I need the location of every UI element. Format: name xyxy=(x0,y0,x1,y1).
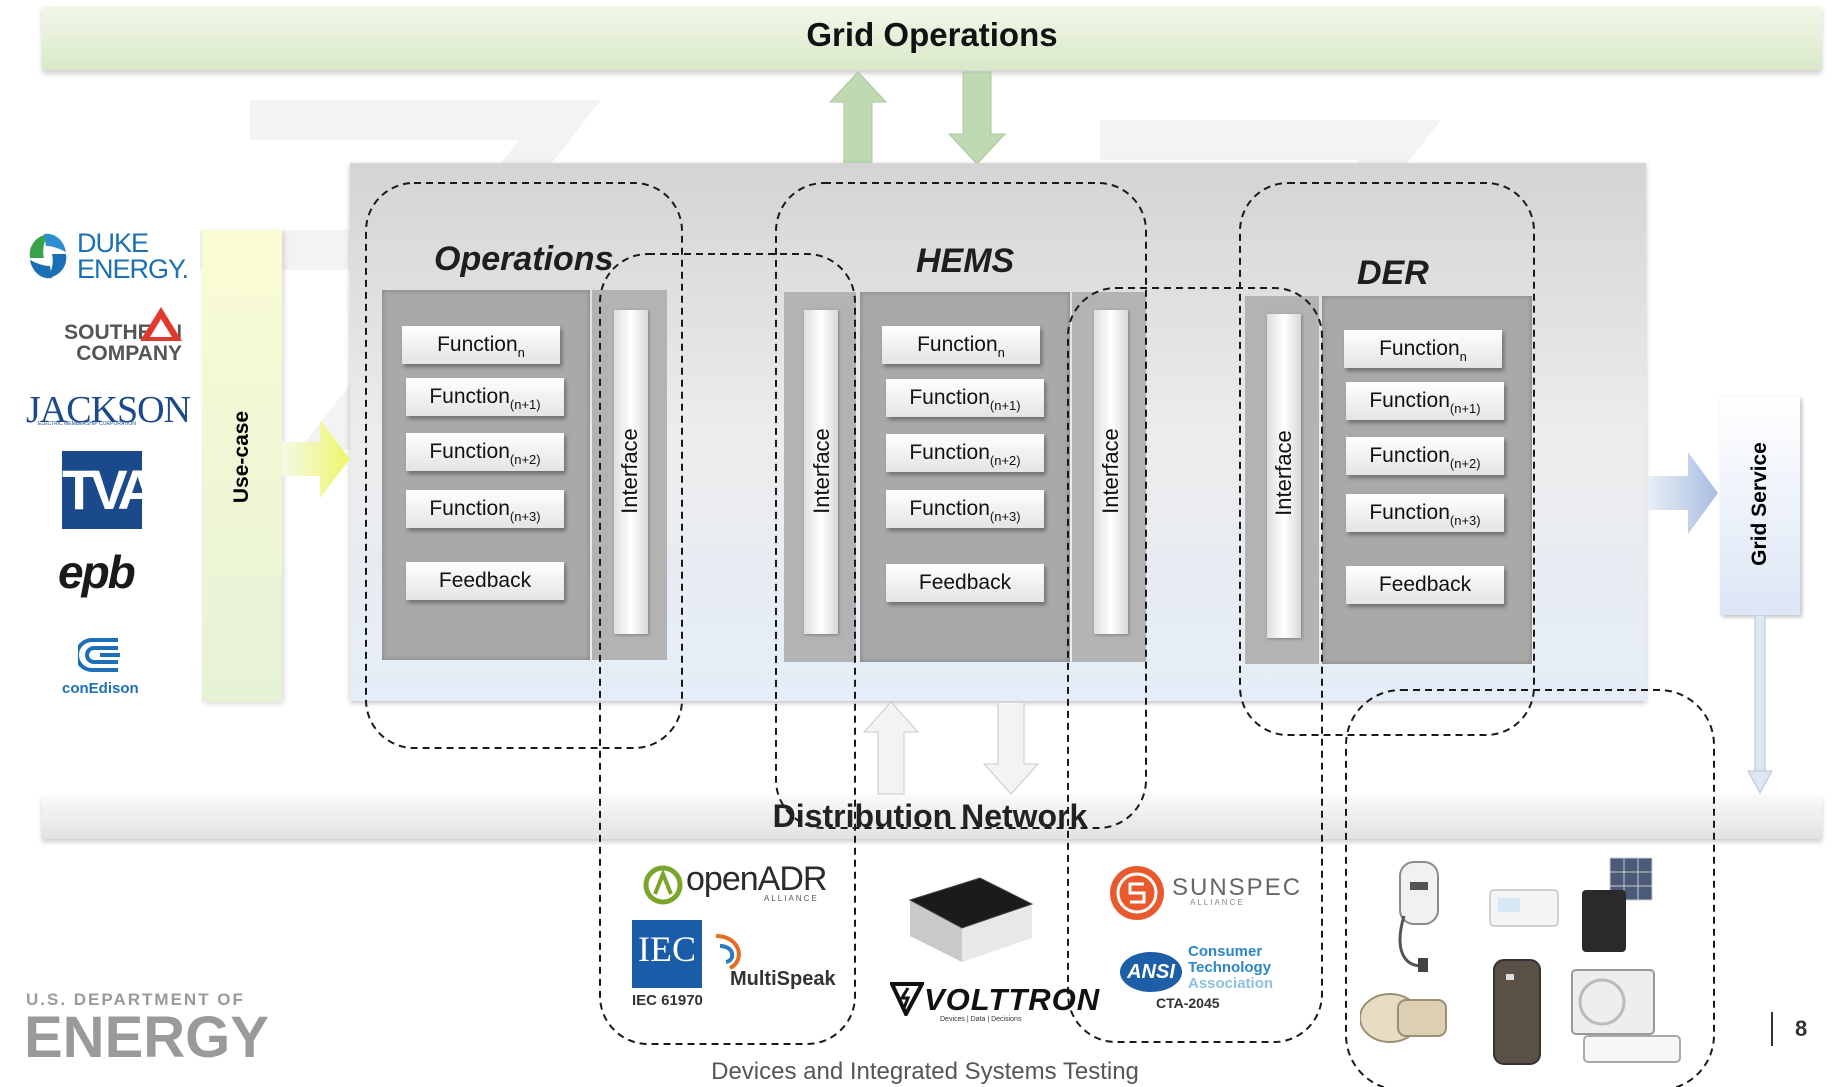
volttron-device-icon xyxy=(908,877,1034,962)
sunspec-subtext: ALLIANCE xyxy=(1190,898,1245,907)
thermostat-icon xyxy=(1489,889,1559,927)
operations-function-n3: Function(n+3) xyxy=(406,490,564,528)
sunspec-logo-icon xyxy=(1110,866,1164,920)
heat-pump-icon xyxy=(1571,969,1681,1063)
iec-logo: IEC xyxy=(632,920,702,988)
use-case-arrow-icon xyxy=(282,420,350,498)
operations-interface-bar xyxy=(614,310,648,634)
operations-function-n: Functionn xyxy=(402,326,560,364)
sunspec-logo: SUNSPEC xyxy=(1172,874,1303,901)
footer-caption: Devices and Integrated Systems Testing xyxy=(711,1058,1139,1085)
grid-service-arrow-icon xyxy=(1648,452,1718,534)
openadr-subtext: ALLIANCE xyxy=(764,894,819,903)
der-function-n: Functionn xyxy=(1344,330,1502,368)
der-function-n3: Function(n+3) xyxy=(1346,494,1504,532)
der-title: DER xyxy=(1357,254,1429,292)
duke-energy-logo: DUKE ENERGY. xyxy=(77,228,189,284)
hems-function-n1: Function(n+1) xyxy=(886,379,1044,417)
der-function-box: Functionn Function(n+1) Function(n+2) Fu… xyxy=(1322,296,1532,664)
hems-left-interface-bar xyxy=(804,310,838,634)
hems-feedback: Feedback xyxy=(886,564,1044,602)
hems-function-n3: Function(n+3) xyxy=(886,490,1044,528)
grid-operations-title: Grid Operations xyxy=(806,16,1058,53)
iec-61970-label: IEC 61970 xyxy=(632,992,703,1009)
operations-function-box: Functionn Function(n+1) Function(n+2) Fu… xyxy=(382,290,590,660)
hems-function-n2: Function(n+2) xyxy=(886,434,1044,472)
der-function-n1: Function(n+1) xyxy=(1346,382,1504,420)
openadr-logo: openADR xyxy=(686,860,827,898)
standards-left-outline xyxy=(599,253,856,1045)
southern-company-triangle-icon xyxy=(140,307,182,341)
down-arrow-icon xyxy=(982,701,1040,795)
doe-logo-line2: ENERGY xyxy=(24,1005,269,1070)
operations-function-n2: Function(n+2) xyxy=(406,433,564,471)
volttron-logo: VOLTTRON xyxy=(924,982,1101,1017)
jackson-logo-subtext: ELECTRIC MEMBERSHIP CORPORATION xyxy=(38,421,136,427)
cta-2045-label: CTA-2045 xyxy=(1156,995,1220,1011)
grid-operations-bar xyxy=(42,6,1822,70)
doe-logo-line1: U.S. DEPARTMENT OF xyxy=(26,990,245,1009)
hems-group-outline xyxy=(775,182,1147,829)
conedison-logo-icon xyxy=(78,638,120,672)
operations-title: Operations xyxy=(434,240,614,278)
devices-illustrations xyxy=(1360,857,1681,1065)
conedison-logo: conEdison xyxy=(62,680,139,697)
volttron-tagline: Devices | Data | Decisions xyxy=(940,1016,1022,1023)
water-heater-icon xyxy=(1493,959,1541,1065)
ansi-logo: ANSI xyxy=(1120,952,1182,992)
page-number-divider xyxy=(1771,1012,1773,1046)
hems-right-interface-bar xyxy=(1094,310,1128,634)
multispeak-logo: MultiSpeak xyxy=(730,968,836,990)
multispeak-logo-icon xyxy=(715,934,741,970)
page-number: 8 xyxy=(1795,1016,1808,1041)
up-arrow-icon xyxy=(862,701,920,795)
epb-logo: epb xyxy=(58,546,136,598)
hems-right-interface-column xyxy=(1072,292,1146,662)
use-case-bar xyxy=(202,230,282,702)
hems-distribution-arrows xyxy=(862,701,1040,795)
der-group-outline xyxy=(1239,182,1535,736)
hems-function-box: Functionn Function(n+1) Function(n+2) Fu… xyxy=(860,292,1070,662)
hems-function-n: Functionn xyxy=(882,326,1040,364)
ev-charger-icon xyxy=(1398,861,1439,972)
openadr-logo-icon xyxy=(643,865,683,905)
operations-interface-column xyxy=(592,290,667,660)
grid-service-down-arrow-icon xyxy=(1747,615,1773,795)
operations-group-outline xyxy=(365,182,683,749)
solar-inverter-icon xyxy=(1582,857,1653,952)
down-arrow-icon xyxy=(947,71,1007,165)
grid-service-box xyxy=(1720,397,1800,615)
distribution-network-bar xyxy=(42,795,1822,839)
pool-pump-icon xyxy=(1360,993,1447,1043)
der-feedback: Feedback xyxy=(1346,566,1504,604)
operations-function-n1: Function(n+1) xyxy=(406,378,564,416)
der-interface-column xyxy=(1245,296,1319,664)
volttron-v-icon xyxy=(890,982,924,1016)
tva-logo: TVA xyxy=(62,451,158,529)
duke-energy-logo-icon xyxy=(29,233,67,279)
der-interface-bar xyxy=(1267,314,1301,638)
der-function-n2: Function(n+2) xyxy=(1346,437,1504,475)
hems-left-interface-column xyxy=(784,292,856,662)
standards-right-outline xyxy=(1067,287,1323,1043)
operations-feedback: Feedback xyxy=(406,562,564,600)
cta-logo: Consumer Technology Association xyxy=(1188,943,1274,992)
hems-title: HEMS xyxy=(916,242,1015,280)
jackson-logo: JACKSON xyxy=(26,389,191,431)
